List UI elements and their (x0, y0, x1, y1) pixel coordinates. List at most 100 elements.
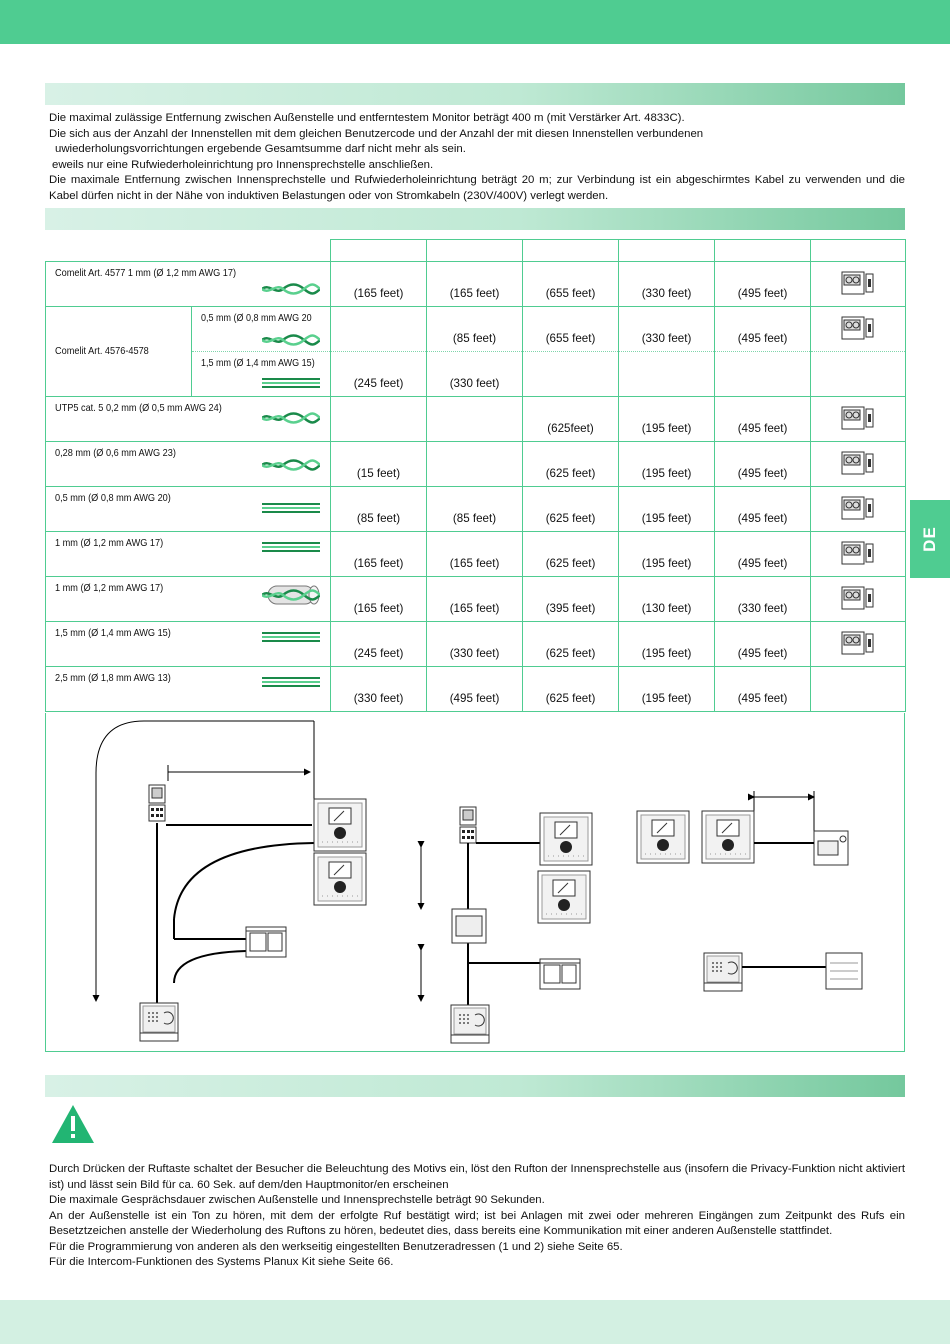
table-cell: (85 feet) (452, 512, 497, 525)
table-cell: (85 feet) (356, 512, 401, 525)
table-row: Comelit Art. 4576-4578 0,5 mm (Ø 0,8 mm … (45, 306, 906, 397)
cable-label: Comelit Art. 4577 1 mm (Ø 1,2 mm AWG 17) (55, 268, 237, 279)
table-row: 1 mm (Ø 1,2 mm AWG 17) (165 feet) (165 f… (45, 531, 906, 577)
table-cell (331, 345, 426, 351)
table-row: 1,5 mm (Ø 1,4 mm AWG 15) (245 feet) (330… (46, 351, 906, 397)
table-cell: (330 feet) (641, 332, 692, 345)
table-cell: (165 feet) (449, 602, 500, 615)
device-icon (841, 586, 874, 609)
table-cell: (625feet) (547, 422, 594, 435)
twisted-cable-icon (262, 412, 320, 424)
table-cell (331, 435, 426, 441)
table-cell: (165 feet) (449, 557, 500, 570)
table-cell: (495 feet) (737, 287, 788, 300)
device-icon (841, 316, 874, 339)
intro-text: Die maximal zulässige Entfernung zwische… (49, 111, 905, 204)
table-cell: (195 feet) (641, 692, 692, 705)
table-cell: (655 feet) (545, 332, 596, 345)
cable-label: 1,5 mm (Ø 1,4 mm AWG 15) (55, 628, 171, 639)
intro-line: Die sich aus der Anzahl der Innenstellen… (49, 127, 704, 140)
table-cell: (655 feet) (545, 287, 596, 300)
table-cell: (495 feet) (737, 692, 788, 705)
cable-label: 2,5 mm (Ø 1,8 mm AWG 13) (55, 673, 171, 684)
table-cell: (245 feet) (353, 647, 404, 660)
table-cell: (495 feet) (737, 557, 788, 570)
warning-icon (52, 1105, 94, 1143)
cable-sublabel: 1,5 mm (Ø 1,4 mm AWG 15) (201, 358, 315, 369)
device-icon (841, 451, 874, 474)
table-cell: (165 feet) (353, 602, 404, 615)
table-row: Comelit Art. 4577 1 mm (Ø 1,2 mm AWG 17)… (45, 261, 906, 307)
table-cell: (330 feet) (641, 287, 692, 300)
table-cell (427, 480, 522, 486)
note-line: Die maximale Gesprächsdauer zwischen Auß… (49, 1194, 545, 1206)
table-cell: (395 feet) (545, 602, 596, 615)
table-cell: (330 feet) (449, 377, 500, 390)
table-cell: (15 feet) (356, 467, 401, 480)
table-cell: (495 feet) (737, 512, 788, 525)
intro-line: uwiederholungsvorrichtungen ergebende Ge… (55, 143, 466, 155)
bottom-footer-bar (0, 1300, 950, 1344)
wiring-diagram (92, 720, 863, 1044)
notes-text: Durch Drücken der Ruftaste schaltet der … (49, 1162, 905, 1271)
table-cell: (330 feet) (353, 692, 404, 705)
cable-sublabel: 0,5 mm (Ø 0,8 mm AWG 20 (201, 313, 312, 324)
table-cell: (130 feet) (641, 602, 692, 615)
table-cell: (625 feet) (545, 647, 596, 660)
twisted-cable-icon (262, 283, 320, 295)
note-line: An der Außenstelle ist ein Ton zu hören,… (49, 1209, 905, 1238)
note-line: Durch Drücken der Ruftaste schaltet der … (49, 1163, 905, 1191)
table-cell: (85 feet) (452, 332, 497, 345)
table-cell (427, 435, 522, 441)
section-band-1 (45, 83, 905, 105)
table-cell: (195 feet) (641, 422, 692, 435)
table-cell: (195 feet) (641, 557, 692, 570)
table-row: 2,5 mm (Ø 1,8 mm AWG 13) (330 feet) (495… (45, 666, 906, 712)
table-cell: (195 feet) (641, 512, 692, 525)
table-cell: (495 feet) (737, 647, 788, 660)
top-header-bar (0, 0, 950, 44)
table-cell: (165 feet) (449, 287, 500, 300)
cable-label: 0,28 mm (Ø 0,6 mm AWG 23) (55, 448, 176, 459)
device-icon (841, 541, 874, 564)
table-cell: (330 feet) (449, 647, 500, 660)
table-cell: (625 feet) (545, 557, 596, 570)
parallel-cable-icon (262, 378, 320, 388)
table-cell: (625 feet) (545, 692, 596, 705)
table-cell: (245 feet) (353, 377, 404, 390)
table-cell (619, 390, 714, 396)
table-cell: (495 feet) (449, 692, 500, 705)
table-row: 0,5 mm (Ø 0,8 mm AWG 20) (85 feet) (85 f… (45, 486, 906, 532)
table-cell (715, 390, 810, 396)
table-row: 1,5 mm (Ø 1,4 mm AWG 15) (245 feet) (330… (45, 621, 906, 667)
parallel-cable-icon (262, 632, 320, 642)
cable-label: 0,5 mm (Ø 0,8 mm AWG 20) (55, 493, 171, 504)
wiring-diagram-panel (45, 713, 905, 1052)
shielded-cable-icon (262, 585, 320, 605)
table-header-row (45, 239, 906, 262)
table-row: 1 mm (Ø 1,2 mm AWG 17) (165 feet) (165 f… (45, 576, 906, 622)
twisted-cable-icon (262, 459, 320, 471)
table-cell (523, 390, 618, 396)
section-band-3 (45, 1075, 905, 1097)
intro-line: Die maximale Entfernung zwischen Innensp… (49, 174, 905, 202)
intro-line: eweils nur eine Rufwiederholeinrichtung … (52, 158, 434, 171)
table-cell: (495 feet) (737, 332, 788, 345)
table-cell: (330 feet) (737, 602, 788, 615)
table-cell: (195 feet) (641, 467, 692, 480)
table-row: 0,28 mm (Ø 0,6 mm AWG 23) (15 feet) (625… (45, 441, 906, 487)
table-cell: (625 feet) (545, 467, 596, 480)
language-tab[interactable]: DE (910, 500, 950, 578)
device-icon (841, 496, 874, 519)
section-band-2 (45, 208, 905, 230)
device-icon (841, 271, 874, 294)
cable-label: 1 mm (Ø 1,2 mm AWG 17) (55, 538, 164, 549)
table-cell: (495 feet) (737, 422, 788, 435)
table-cell: (195 feet) (641, 647, 692, 660)
cable-label: Comelit Art. 4576-4578 (55, 346, 149, 357)
language-tab-label: DE (920, 526, 939, 552)
table-cell: (165 feet) (353, 557, 404, 570)
device-icon (841, 631, 874, 654)
table-cell: (625 feet) (545, 512, 596, 525)
table-cell: (165 feet) (353, 287, 404, 300)
